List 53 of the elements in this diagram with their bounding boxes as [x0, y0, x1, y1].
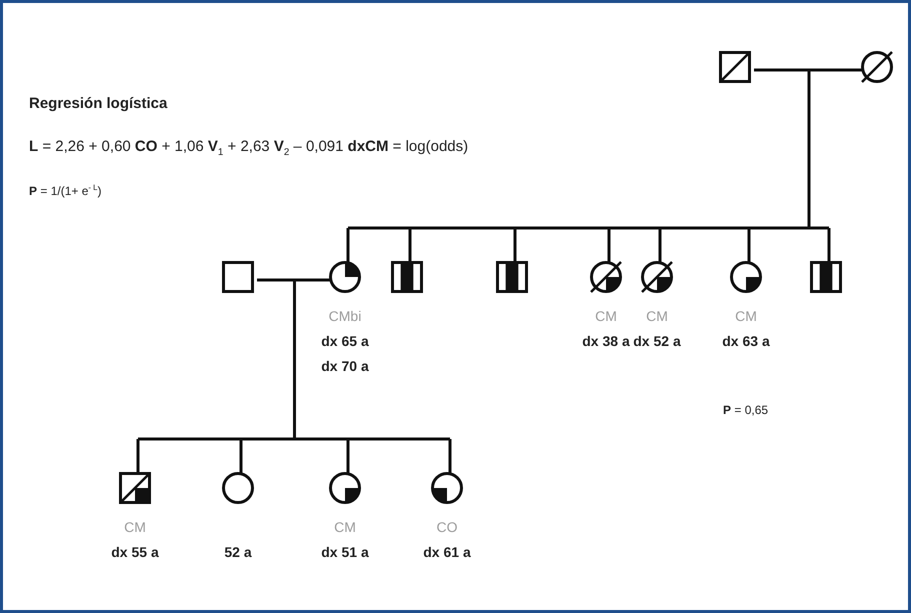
- sibship-line: [348, 226, 829, 230]
- diagnosis-text: CM: [646, 307, 668, 326]
- marriage-line: [809, 68, 864, 72]
- descent-line: [514, 228, 516, 264]
- descent-line: [748, 228, 750, 264]
- female-symbol: [641, 261, 673, 293]
- diagnosis-text: CM: [735, 307, 757, 326]
- age-text: dx 38 a: [582, 332, 630, 351]
- male-symbol: [719, 51, 751, 83]
- female-symbol: [861, 51, 893, 83]
- male-symbol: [119, 472, 151, 504]
- descent-line: [448, 439, 452, 475]
- descent-line: [136, 439, 140, 475]
- age-text: dx 70 a: [321, 357, 369, 376]
- female-symbol: [730, 261, 762, 293]
- age-text: dx 51 a: [321, 543, 369, 562]
- formula-text: P = 1/(1+ e$^{- L}$): [29, 183, 102, 198]
- descent-line: [293, 280, 296, 439]
- diagnosis-text: CM: [124, 518, 146, 537]
- descent-line: [346, 228, 350, 264]
- marriage-line: [294, 278, 332, 282]
- age-text: dx 52 a: [633, 332, 681, 351]
- heading: Regresión logística: [29, 95, 168, 112]
- male-symbol: [222, 261, 254, 293]
- descent-line: [346, 439, 350, 475]
- male-symbol: [496, 261, 528, 293]
- marriage-line: [754, 68, 809, 72]
- descent-line: [828, 228, 830, 264]
- descent-line: [808, 70, 810, 228]
- diagnosis-text: CMbi: [328, 307, 362, 326]
- descent-line: [658, 228, 662, 264]
- female-symbol: [590, 261, 622, 293]
- age-text: dx 65 a: [321, 332, 369, 351]
- descent-line: [240, 439, 242, 475]
- female-symbol: [431, 472, 463, 504]
- descent-line: [608, 228, 610, 264]
- sibship-line: [138, 438, 450, 440]
- age-text: 52 a: [224, 543, 252, 562]
- female-symbol: [329, 261, 361, 293]
- diagnosis-text: CM: [334, 518, 356, 537]
- formula-text: L = 2,26 + 0,60 CO + 1,06 V$_{1}$ + 2,63 V$_{2}$ – 0,091 dxCM = log(odds): [29, 138, 468, 158]
- female-symbol: [329, 472, 361, 504]
- diagnosis-text: CM: [595, 307, 617, 326]
- formula-text: P = 0,65: [723, 403, 768, 417]
- age-text: dx 61 a: [423, 543, 471, 562]
- female-symbol: [222, 472, 254, 504]
- male-symbol: [810, 261, 842, 293]
- male-symbol: [391, 261, 423, 293]
- marriage-line: [257, 278, 294, 282]
- descent-line: [408, 228, 412, 264]
- age-text: dx 63 a: [722, 332, 770, 351]
- diagnosis-text: CO: [436, 518, 458, 537]
- age-text: dx 55 a: [111, 543, 159, 562]
